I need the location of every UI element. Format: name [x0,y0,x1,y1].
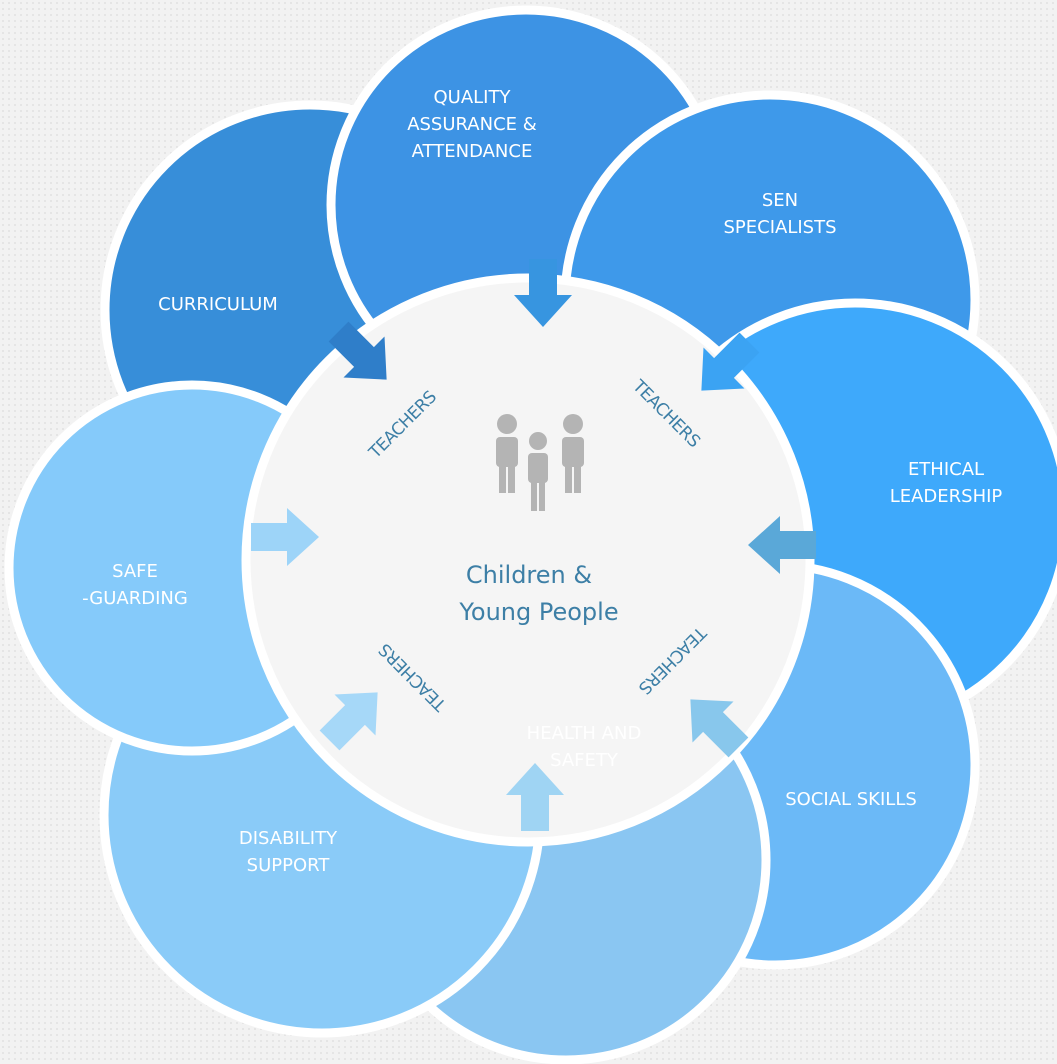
petal-label-quality-assurance-attendance: QUALITY ASSURANCE & ATTENDANCE [407,87,537,162]
arrow-disability-support [319,692,378,751]
petal-label-line: SAFE [112,561,158,582]
petal-label-line: SOCIAL SKILLS [785,789,917,810]
petal-label-line: SAFETY [550,750,619,771]
center-title-line-1: Children & [466,561,592,589]
arrow-ethical-leadership [748,516,816,574]
people-group-icon [496,414,584,511]
petal-label-line: DISABILITY [239,828,338,849]
petal-label-sen-specialists: SEN SPECIALISTS [723,190,836,238]
petal-label-line: SEN [762,190,798,211]
petal-label-line: LEADERSHIP [890,486,1003,507]
petal-label-group: QUALITY ASSURANCE & ATTENDANCE SEN SPECIALIS… [82,87,1002,876]
arrow-safe-guarding [251,508,319,566]
center-content: Children & Young People [458,414,619,626]
petal-label-ethical-leadership: ETHICAL LEADERSHIP [890,459,1003,507]
arrow-health-and-safety [506,763,564,831]
arrow-social-skills [690,699,749,758]
petal-label-health-and-safety: HEALTH AND SAFETY [527,723,642,771]
petal-label-curriculum: CURRICULUM [158,294,278,315]
arrow-group [251,259,816,831]
center-title-line-2: Young People [458,598,618,626]
petal-label-line: ASSURANCE & [407,114,537,135]
petal-label-line: HEALTH AND [527,723,642,744]
arrow-quality-assurance-attendance [514,259,572,327]
petal-label-line: QUALITY [434,87,512,108]
petal-label-social-skills: SOCIAL SKILLS [785,789,917,810]
petal-label-line: SUPPORT [247,855,331,876]
petal-label-safe-guarding: SAFE -GUARDING [82,561,188,609]
petal-label-line: ATTENDANCE [412,141,533,162]
petal-label-disability-support: DISABILITY SUPPORT [239,828,338,876]
petal-label-line: SPECIALISTS [723,217,836,238]
center-circle [241,273,815,847]
center-hub [241,273,815,847]
arrow-curriculum [328,321,387,380]
petal-label-line: -GUARDING [82,588,188,609]
petal-label-line: CURRICULUM [158,294,278,315]
arrow-sen-specialists [701,332,760,391]
petal-label-line: ETHICAL [908,459,984,480]
